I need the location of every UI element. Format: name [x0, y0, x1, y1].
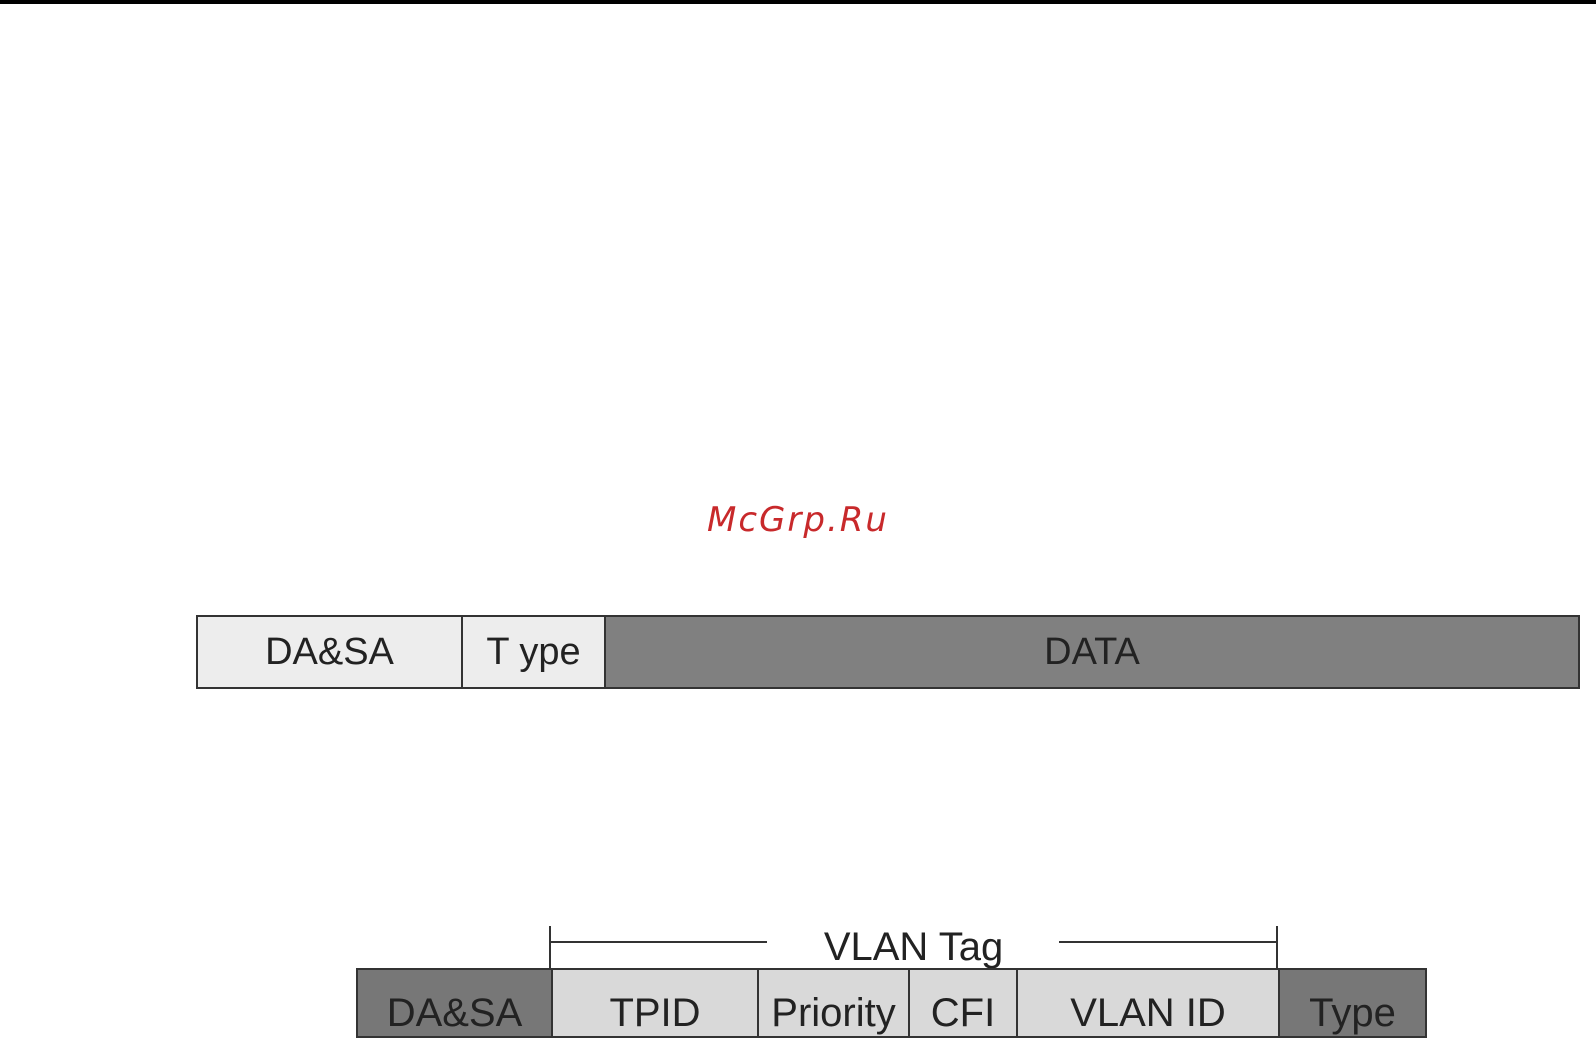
field-priority: Priority — [759, 970, 910, 1036]
watermark-text: McGrp.Ru — [640, 500, 956, 540]
field-cfi: CFI — [910, 970, 1018, 1036]
bracket-left-line — [549, 941, 767, 943]
field-da-sa: DA&SA — [358, 970, 553, 1036]
field-type: T ype — [463, 617, 606, 687]
field-data: DATA — [606, 617, 1578, 687]
untagged-frame: DA&SA T ype DATA — [196, 615, 1580, 689]
tagged-frame: DA&SA TPID Priority CFI VLAN ID Type — [356, 968, 1427, 1038]
vlan-tag-label: VLAN Tag — [799, 924, 1028, 970]
bracket-left-tick — [549, 926, 551, 970]
field-vlan-id: VLAN ID — [1018, 970, 1280, 1036]
field-tpid: TPID — [553, 970, 759, 1036]
field-da-sa: DA&SA — [198, 617, 463, 687]
bracket-right-line — [1059, 941, 1278, 943]
field-type: Type — [1280, 970, 1425, 1036]
bracket-right-tick — [1276, 926, 1278, 970]
vlan-tag-bracket: VLAN Tag — [549, 924, 1278, 970]
top-rule — [0, 0, 1596, 4]
